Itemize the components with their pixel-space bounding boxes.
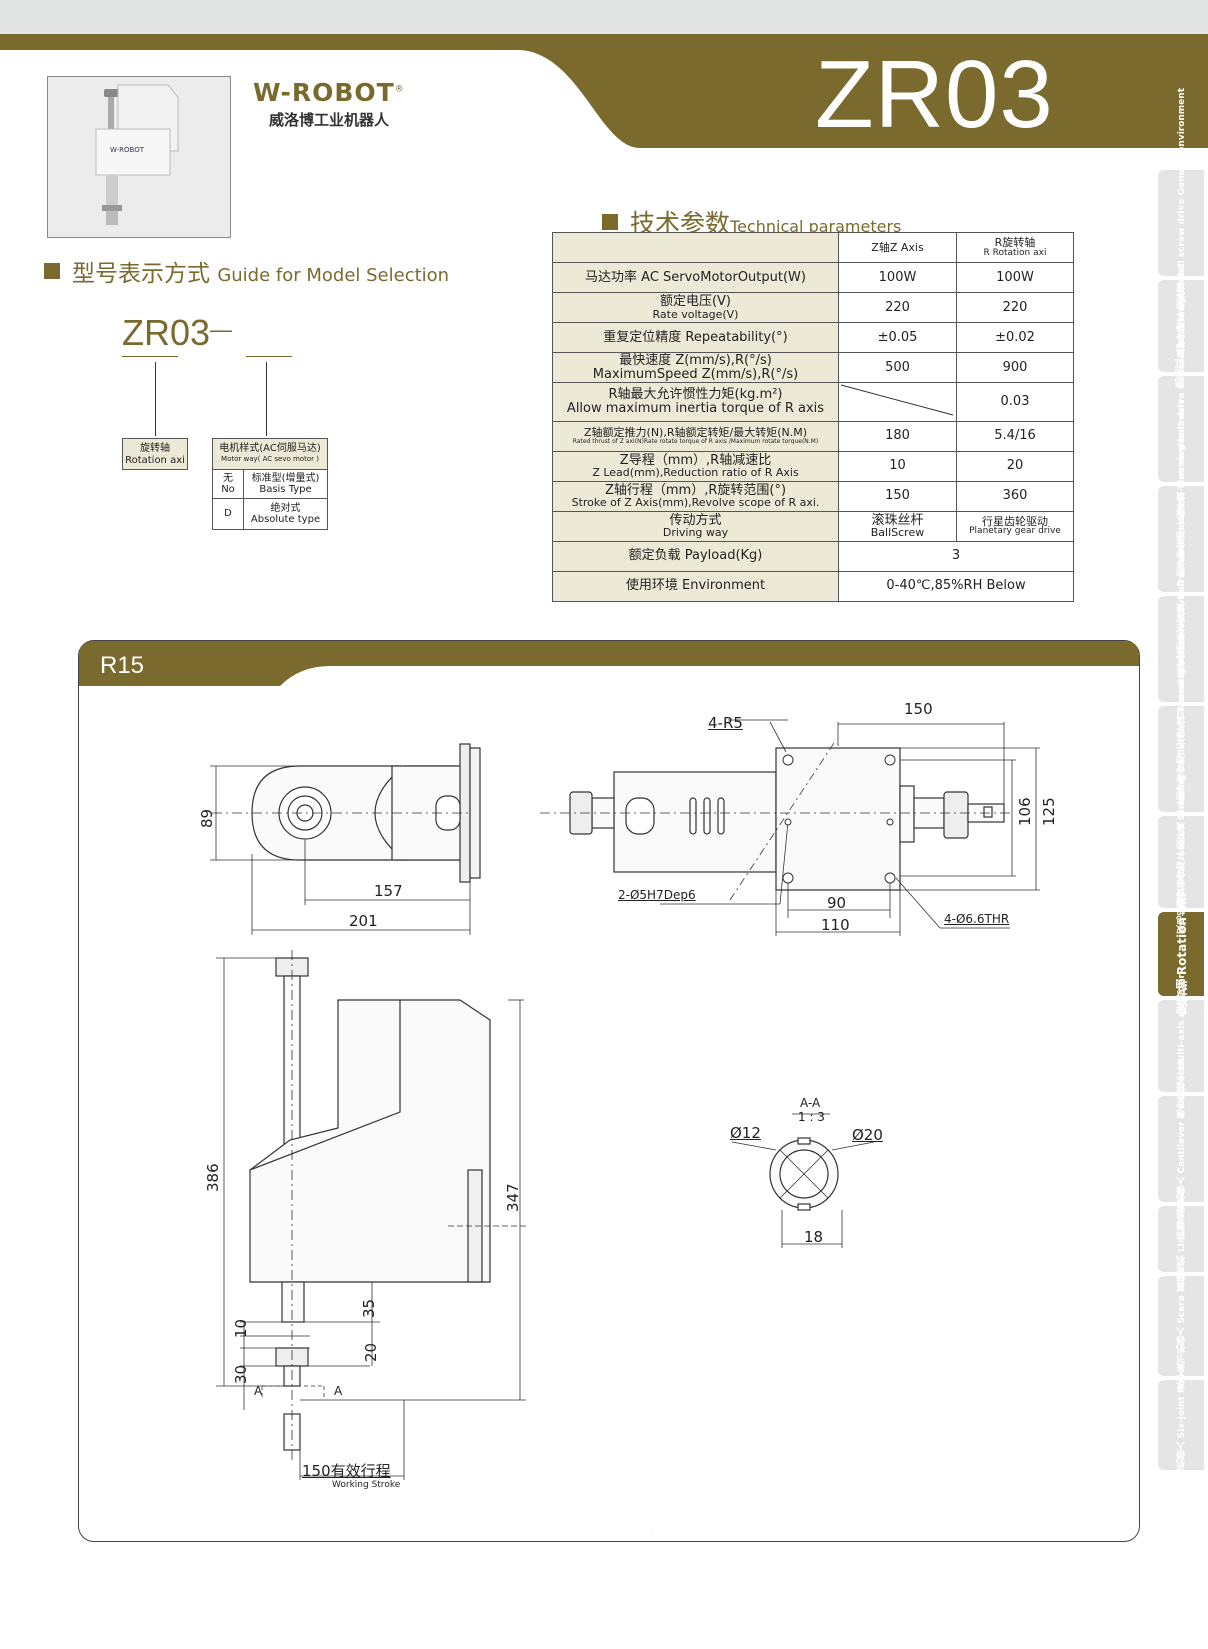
drawing-frame xyxy=(78,640,1140,1542)
dim-110: 110 xyxy=(821,916,850,934)
rotation-axis-box: 旋转轴 Rotation axi xyxy=(122,438,188,470)
diagonal-slash xyxy=(841,384,954,416)
working-stroke-en: Working Stroke xyxy=(332,1480,401,1490)
dim-150: 150 xyxy=(904,700,933,718)
dim-89: 89 xyxy=(198,808,216,828)
dim-386: 386 xyxy=(204,1163,222,1192)
side-tab-ball-screw-dustfree[interactable]: 丝杆传动/无尘环境 Ball screw drive Dust-free env… xyxy=(1158,400,1204,678)
dim-106: 106 xyxy=(1016,797,1034,826)
dim-35: 35 xyxy=(360,1298,378,1318)
dim-10: 10 xyxy=(232,1318,250,1338)
drawing-title: R15 xyxy=(100,652,145,679)
param-row: Z轴额定推力(N),R轴额定转矩/最大转矩(N.M)Rated thrust o… xyxy=(552,420,1075,452)
front-view xyxy=(540,719,1040,936)
model-guide-title-cn: 型号表示方式 xyxy=(72,261,210,287)
dim-157: 157 xyxy=(374,882,403,900)
brand-chinese: 威洛博工业机器人 xyxy=(269,111,390,129)
dim-2-hole: 2-Ø5H7Dep6 xyxy=(618,888,696,902)
product-photo: W-ROBOT xyxy=(47,76,231,238)
dim-125: 125 xyxy=(1040,797,1058,826)
dim-4-r5: 4-R5 xyxy=(708,714,743,732)
tech-title-en: Technical parameters xyxy=(730,217,902,236)
section-mark-a-left: A xyxy=(254,1384,263,1398)
side-tab-timing-belt-general-2[interactable]: 同步带传动/一般环境 Timming belt drive General en… xyxy=(1158,612,1204,906)
side-tab-cantilever[interactable]: 四轴悬臂机器人 Cantilever 4 axis robot xyxy=(1158,1058,1204,1240)
param-row: 额定电压(V)Rate voltage(V) 220 220 xyxy=(552,292,1075,323)
section-view xyxy=(731,1113,875,1248)
dim-phi-20: Ø20 xyxy=(852,1126,883,1144)
code-underline-1 xyxy=(122,356,178,357)
top-view xyxy=(210,743,481,935)
top-band xyxy=(0,0,1208,36)
side-tab-electric-cylinder[interactable]: 电动缸 Electric cylinder xyxy=(1158,264,1204,388)
side-tab-scara[interactable]: 水平关节机器人 Scara Robot xyxy=(1158,1262,1204,1390)
leader-line-1 xyxy=(155,362,156,436)
side-tab-dual-motors[interactable]: 双电机滑台 Dual motors series xyxy=(1158,790,1204,934)
r15-banner xyxy=(79,641,1139,686)
diagonal-cell xyxy=(838,382,957,422)
dim-4-thr: 4-Ø6.6THR xyxy=(944,912,1010,926)
side-tab-multi-axis[interactable]: 组合机械手 Multi-axis actuator xyxy=(1158,974,1204,1118)
stray-dot: . xyxy=(652,1532,653,1537)
section-scale: 1 : 3 xyxy=(798,1110,825,1124)
side-tab-timing-belt-dustfree[interactable]: 同步带传动/无尘环境 Timming belt drive Dust-free … xyxy=(1158,498,1204,800)
model-guide-title-en: Guide for Model Selection xyxy=(217,265,450,286)
square-bullet-icon xyxy=(602,214,618,230)
side-category-tabs: 丝杆传动/一般环境 Ball screw drive General envir… xyxy=(1158,88,1204,1487)
dim-20: 20 xyxy=(362,1342,380,1362)
section-mark-a-right: A xyxy=(334,1384,343,1398)
param-row: 额定负载 Payload(Kg) 3 xyxy=(552,540,1074,572)
motor-way-box: 电机样式(AC伺服马达) Motor way( AC sevo motor ) xyxy=(212,438,328,470)
dim-201: 201 xyxy=(349,912,378,930)
code-underline-2 xyxy=(246,356,292,357)
side-tab-rotation-axis[interactable]: 旋转轴 Rotation axi xyxy=(1158,893,1204,1015)
param-row: 使用环境 Environment 0-40℃,85%RH Below xyxy=(552,570,1074,602)
param-row: 马达功率 AC ServoMotorOutput(W) 100W 100W xyxy=(552,262,1075,293)
brand-logo: W-ROBOT® 威洛博工业机器人 xyxy=(253,78,405,130)
front-view-holes xyxy=(782,754,896,884)
registered-mark: ® xyxy=(394,84,405,95)
param-row: 最快速度 Z(mm/s),R(°/s)MaximumSpeed Z(mm/s),… xyxy=(552,352,1075,383)
side-tab-linear-motor[interactable]: 直线电机 Linear Motor xyxy=(1158,1187,1204,1291)
side-tab-ball-screw-general[interactable]: 丝杆传动/一般环境 Ball screw drive General envir… xyxy=(1158,88,1204,358)
option-desc-absolute: 绝对式 Absolute type xyxy=(243,498,328,530)
side-tab-six-joint[interactable]: 六轴机器人 Six-joint Robot xyxy=(1158,1363,1204,1487)
section-label: A-A xyxy=(800,1096,821,1110)
side-tab-timing-belt-general[interactable]: 同步带传动/一般环境 Timming belt drive General en… xyxy=(1158,282,1204,576)
model-guide-heading: 型号表示方式 Guide for Model Selection xyxy=(44,254,449,288)
square-bullet-icon xyxy=(44,263,60,279)
model-code: ZR03— xyxy=(122,312,233,353)
param-row: 重复定位精度 Repeatability(°) ±0.05 ±0.02 xyxy=(552,322,1075,353)
header-banner xyxy=(0,34,1208,148)
dim-working-stroke: 150有效行程 xyxy=(302,1462,391,1480)
dim-347: 347 xyxy=(504,1183,522,1212)
dim-18: 18 xyxy=(804,1228,824,1246)
side-view xyxy=(216,950,526,1480)
dim-30: 30 xyxy=(232,1364,250,1384)
photo-logo: W-ROBOT xyxy=(110,146,145,154)
brand-mark: W-ROBOT xyxy=(253,78,395,107)
model-title: ZR03 xyxy=(815,41,1054,148)
dim-90: 90 xyxy=(827,894,847,912)
dim-phi-12: Ø12 xyxy=(730,1124,761,1142)
leader-line-2 xyxy=(266,362,267,436)
